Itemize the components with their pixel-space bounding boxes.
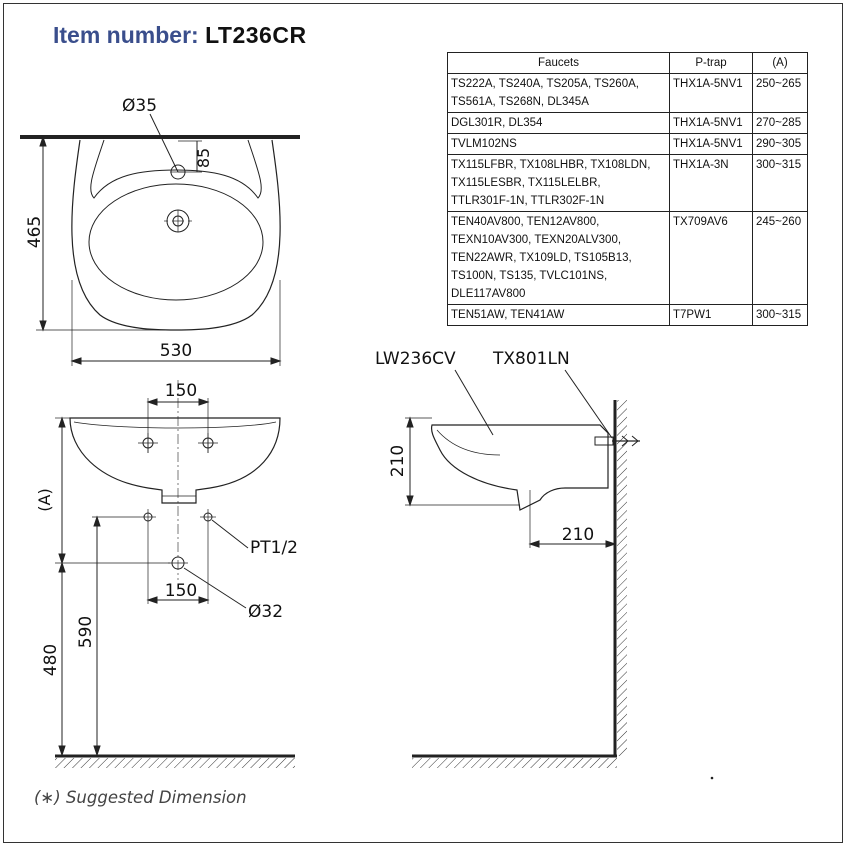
dim-150-bottom-label: 150 xyxy=(165,581,197,601)
dim-85-label: 85 xyxy=(194,148,213,168)
dim-465-label: 465 xyxy=(25,216,45,248)
cell-ptrap: THX1A-3N xyxy=(669,154,753,212)
drawing-frame xyxy=(3,3,843,843)
cell-a: 300~315 xyxy=(752,154,808,212)
table-row: TS222A, TS240A, TS205A, TS260A, TS561A, … xyxy=(447,73,808,113)
cell-faucets: DGL301R, DL354 xyxy=(447,112,670,134)
lavatory-model-label: LW236CV xyxy=(375,349,456,369)
page-title: Item number: LT236CR xyxy=(53,22,307,49)
basin-front-outline xyxy=(69,417,281,504)
table-row: DGL301R, DL354 THX1A-5NV1 270~285 xyxy=(447,112,808,134)
basin-rim xyxy=(90,139,262,199)
cell-faucets: TEN40AV800, TEN12AV800, TEXN10AV300, TEX… xyxy=(447,211,670,305)
drain-dia-leader xyxy=(183,567,247,609)
dim-590-label: 590 xyxy=(76,616,96,648)
basin-bowl xyxy=(88,183,264,301)
dim-a-label: (A) xyxy=(35,488,54,511)
cell-a: 300~315 xyxy=(752,304,808,326)
cell-a: 250~265 xyxy=(752,73,808,113)
thread-leader xyxy=(211,519,249,549)
table-row: TX115LFBR, TX108LHBR, TX108LDN, TX115LES… xyxy=(447,154,808,212)
wall-hatch xyxy=(617,400,627,756)
dim-480-label: 480 xyxy=(41,644,61,676)
lavatory-leader xyxy=(454,369,494,436)
table-row: TEN40AV800, TEN12AV800, TEXN10AV300, TEX… xyxy=(447,211,808,305)
cell-ptrap: THX1A-5NV1 xyxy=(669,112,753,134)
bracket-leader xyxy=(564,369,613,439)
wall-bracket xyxy=(594,436,614,446)
cell-ptrap: TX709AV6 xyxy=(669,211,753,305)
item-number-value: LT236CR xyxy=(205,22,307,48)
cell-faucets: TS222A, TS240A, TS205A, TS260A, TS561A, … xyxy=(447,73,670,113)
floor-hatch-left xyxy=(55,758,295,768)
bracket-model-label: TX801LN xyxy=(492,349,570,369)
spec-table: Faucets P-trap (A) TS222A, TS240A, TS205… xyxy=(447,52,808,326)
cell-a: 290~305 xyxy=(752,133,808,155)
table-row: TVLM102NS THX1A-5NV1 290~305 xyxy=(447,133,808,155)
hole-dia-label: Ø35 xyxy=(122,96,157,116)
dim-150-top-label: 150 xyxy=(165,381,197,401)
front-view xyxy=(55,380,295,768)
side-view xyxy=(405,369,714,780)
item-number-label: Item number: xyxy=(53,22,199,48)
drain-dia-label: Ø32 xyxy=(248,602,283,622)
top-view xyxy=(20,113,300,366)
cell-faucets: TVLM102NS xyxy=(447,133,670,155)
hole-dia-leader xyxy=(149,113,179,173)
dim-530-label: 530 xyxy=(160,341,192,361)
cell-faucets: TX115LFBR, TX108LHBR, TX108LDN, TX115LES… xyxy=(447,154,670,212)
side-depth-label: 210 xyxy=(562,525,594,545)
cell-a: 245~260 xyxy=(752,211,808,305)
suggested-dimension-note: (∗) Suggested Dimension xyxy=(34,788,247,807)
side-height-label: 210 xyxy=(388,445,408,477)
thread-label: PT1/2 xyxy=(250,538,298,558)
table-row: TEN51AW, TEN41AW T7PW1 300~315 xyxy=(447,304,808,326)
floor-hatch-right xyxy=(412,758,617,768)
basin-side-outline xyxy=(430,424,609,511)
